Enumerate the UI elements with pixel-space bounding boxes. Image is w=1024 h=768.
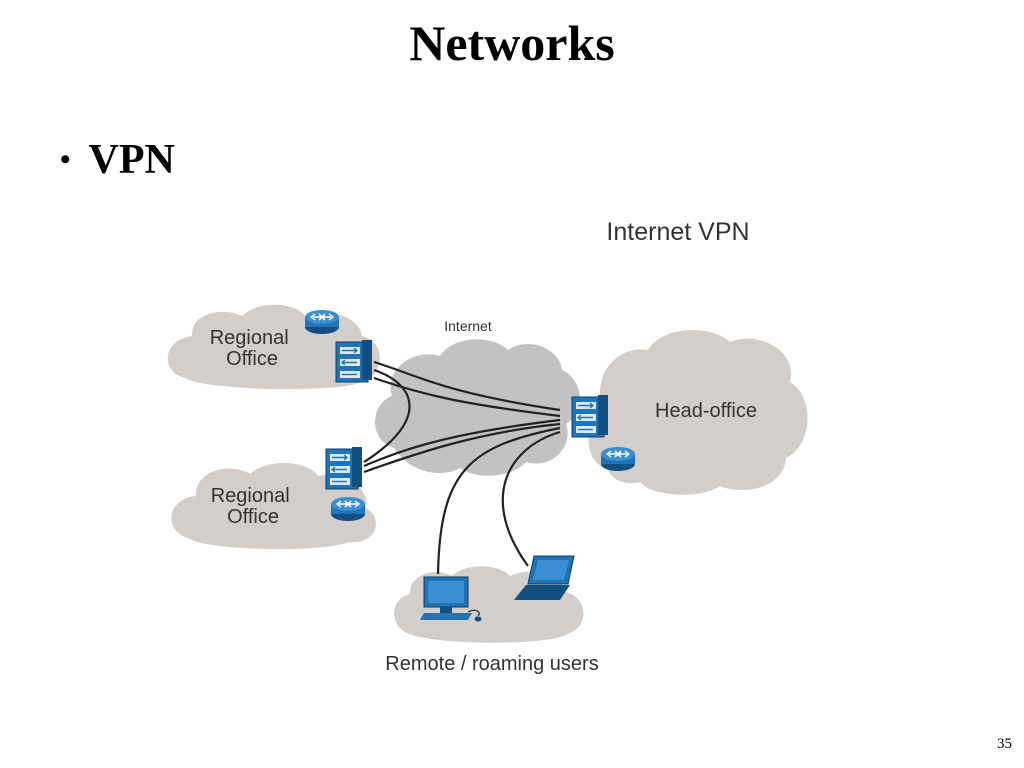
laptop-icon — [514, 555, 575, 600]
bullet-dot: • — [60, 143, 71, 176]
diagram-heading: Internet VPN — [606, 218, 749, 246]
slide-title: Networks — [409, 15, 615, 71]
slide-number: 35 — [997, 736, 1012, 752]
internet-label: Internet — [444, 318, 492, 334]
firewall-icon — [335, 339, 373, 383]
bullet-text: VPN — [88, 137, 175, 183]
regional-office-bottom-cloud — [171, 462, 377, 550]
internet-cloud — [375, 339, 580, 476]
vpn-tunnels — [363, 360, 561, 575]
desktop-computer-icon — [420, 576, 482, 622]
bullet-item: • VPN — [60, 136, 175, 184]
regional-office-top-label: Regional Office — [210, 327, 295, 370]
router-icon — [304, 309, 340, 335]
router-icon — [330, 496, 366, 522]
head-office-cloud — [588, 330, 808, 495]
firewall-icon — [325, 446, 363, 490]
remote-users-label: Remote / roaming users — [385, 653, 598, 675]
regional-office-bottom-label: Regional Office — [211, 485, 296, 528]
router-icon — [600, 446, 636, 472]
head-office-label: Head-office — [655, 400, 757, 422]
firewall-icon — [571, 394, 609, 438]
